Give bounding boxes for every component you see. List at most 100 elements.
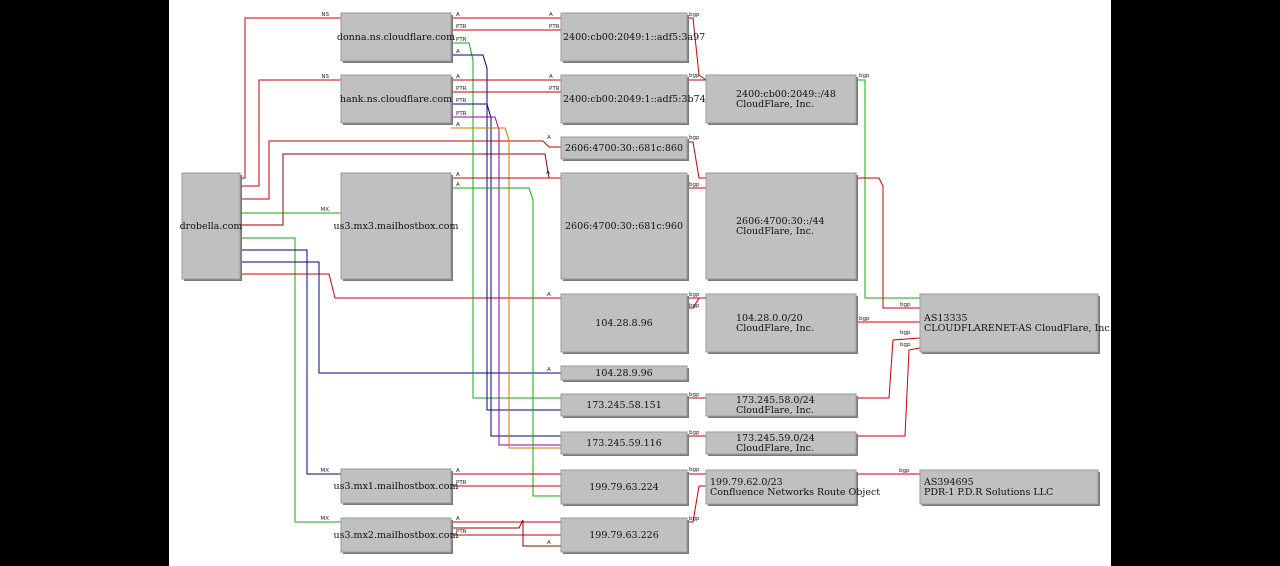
- node-box[interactable]: [560, 74, 688, 124]
- edge-label: NS: [321, 74, 329, 80]
- edge-label: A: [456, 182, 460, 188]
- edge-label: A: [546, 170, 550, 176]
- node-hank[interactable]: hank.ns.cloudflare.com: [340, 74, 453, 125]
- edge-label: bgp: [689, 292, 700, 298]
- node-label: CloudFlare, Inc.: [736, 323, 814, 334]
- edge-ip6a-to-pfx1: [687, 17, 707, 81]
- node-box[interactable]: [340, 517, 452, 553]
- edge-label: A: [456, 12, 460, 18]
- node-box[interactable]: [560, 293, 688, 353]
- edge-label: A: [547, 540, 551, 546]
- edge-label: bgp: [859, 316, 870, 322]
- node-label: 199.79.63.224: [589, 482, 659, 493]
- node-ip4c[interactable]: 173.245.58.151: [560, 393, 689, 418]
- node-mx2[interactable]: us3.mx2.mailhostbox.com: [334, 517, 459, 554]
- edge-drobella-to-ip4a: [240, 273, 561, 299]
- edge-ip4f-to-pfx6: [687, 485, 706, 523]
- node-ip4b[interactable]: 104.28.9.96: [560, 365, 689, 382]
- node-box[interactable]: [340, 12, 452, 62]
- node-box[interactable]: [919, 469, 1099, 505]
- node-label: CloudFlare, Inc.: [736, 99, 814, 110]
- node-ip4a[interactable]: 104.28.8.96: [560, 293, 689, 354]
- edge-label: MX: [320, 516, 329, 522]
- edge-label: bgp: [900, 330, 911, 336]
- edge-label: bgp: [899, 468, 910, 474]
- edge-label: A: [547, 367, 551, 373]
- node-box[interactable]: [340, 172, 452, 280]
- node-label: CloudFlare, Inc.: [736, 405, 814, 416]
- edge-drobella-to-mx1: [240, 249, 341, 475]
- node-box[interactable]: [560, 365, 688, 381]
- node-box[interactable]: [560, 431, 688, 455]
- node-label: CloudFlare, Inc.: [736, 443, 814, 454]
- edge-pfx5-to-as1: [856, 347, 921, 437]
- node-box[interactable]: [560, 172, 688, 280]
- node-box[interactable]: [181, 172, 241, 280]
- edge-label: A: [456, 122, 460, 128]
- node-box[interactable]: [705, 431, 857, 455]
- node-ip4f[interactable]: 199.79.63.226: [560, 517, 689, 554]
- edge-label: PTR: [456, 111, 467, 117]
- node-ip4e[interactable]: 199.79.63.224: [560, 469, 689, 506]
- edge-mx2-to-ip4f: [451, 519, 561, 547]
- edge-label: A: [456, 74, 460, 80]
- edge-drobella-to-hank: [240, 79, 341, 187]
- edge-label: bgp: [689, 135, 700, 141]
- node-label: 2606:4700:30::/44: [736, 216, 825, 227]
- node-box[interactable]: [340, 468, 452, 504]
- node-label: Confluence Networks Route Object: [710, 487, 880, 498]
- node-box[interactable]: [560, 469, 688, 505]
- edge-label: bgp: [689, 430, 700, 436]
- node-ip6a[interactable]: 2400:cb00:2049:1::adf5:3a97: [560, 12, 705, 63]
- edge-label: bgp: [689, 467, 700, 473]
- node-ip6d[interactable]: 2606:4700:30::681c:960: [560, 172, 689, 281]
- node-box[interactable]: [560, 517, 688, 553]
- node-box[interactable]: [705, 74, 857, 124]
- node-label: CloudFlare, Inc.: [736, 226, 814, 237]
- nodes-layer: drobella.com donna.ns.cloudflare.com hank.…: [180, 12, 1111, 554]
- node-label: CLOUDFLARENET-AS CloudFlare, Inc.: [924, 323, 1111, 334]
- node-drobella[interactable]: drobella.com: [180, 172, 243, 281]
- edge-mx3-to-ip4e: [451, 187, 561, 497]
- edge-label: PTR: [456, 37, 467, 43]
- node-box[interactable]: [705, 393, 857, 417]
- node-label: 2400:cb00:2049::/48: [736, 89, 836, 100]
- node-label: us3.mx3.mailhostbox.com: [334, 221, 459, 232]
- edge-label: A: [547, 292, 551, 298]
- node-donna[interactable]: donna.ns.cloudflare.com: [337, 12, 455, 63]
- edge-hank-to-ip4d: [451, 116, 561, 446]
- node-box[interactable]: [919, 293, 1099, 353]
- node-mx3[interactable]: us3.mx3.mailhostbox.com: [334, 172, 459, 281]
- edges-layer: NSNSAMXAMXMXAAAPTRPTRAAPTRPTRPTRAAAAPTRA…: [240, 12, 921, 547]
- node-box[interactable]: [340, 74, 452, 124]
- node-box[interactable]: [705, 172, 857, 280]
- node-box[interactable]: [705, 293, 857, 353]
- edge-hank-to-ip4d: [451, 103, 561, 437]
- edge-label: bgp: [689, 12, 700, 18]
- node-mx1[interactable]: us3.mx1.mailhostbox.com: [334, 468, 459, 505]
- node-label: donna.ns.cloudflare.com: [337, 32, 455, 43]
- node-ip4d[interactable]: 173.245.59.116: [560, 431, 689, 456]
- edge-label: PTR: [549, 24, 560, 30]
- edge-label: bgp: [689, 73, 700, 79]
- node-box[interactable]: [560, 12, 688, 62]
- node-box[interactable]: [705, 469, 857, 505]
- node-label: 2606:4700:30::681c:960: [565, 221, 683, 232]
- edge-label: bgp: [900, 342, 911, 348]
- node-box[interactable]: [560, 136, 688, 160]
- node-ip6c[interactable]: 2606:4700:30::681c:860: [560, 136, 689, 161]
- edge-drobella-to-mx2: [240, 237, 341, 523]
- edge-label: NS: [321, 12, 329, 18]
- edge-label: bgp: [689, 392, 700, 398]
- edge-label: A: [456, 516, 460, 522]
- node-box[interactable]: [560, 393, 688, 417]
- node-ip6b[interactable]: 2400:cb00:2049:1::adf5:3b74: [560, 74, 706, 125]
